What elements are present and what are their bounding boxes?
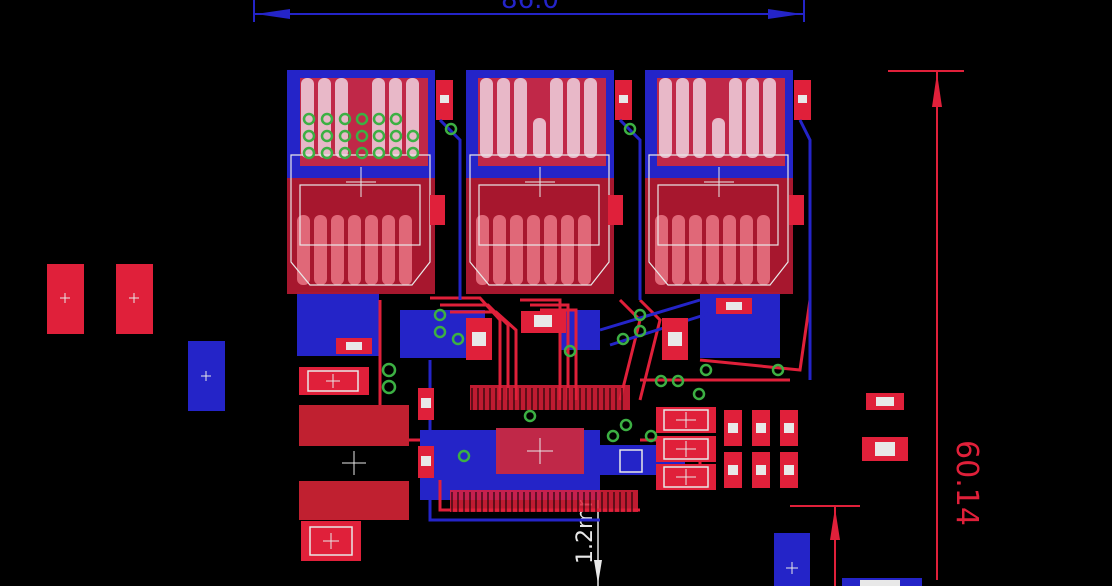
via-ring-icon xyxy=(457,449,471,463)
via-ring-icon xyxy=(644,429,658,443)
arrow-icon xyxy=(830,508,840,540)
crosshair-icon xyxy=(323,533,339,549)
arrow-icon xyxy=(256,9,290,19)
via-ring-icon xyxy=(606,429,620,443)
resistor-array-top[interactable] xyxy=(430,80,811,225)
loose-part-pad-left-1[interactable] xyxy=(47,264,84,334)
via-ring-icon xyxy=(381,379,397,395)
via-ring-icon xyxy=(699,363,713,377)
arrow-icon xyxy=(594,560,602,584)
crosshair-icon xyxy=(525,167,555,197)
via-ring-icon xyxy=(692,387,706,401)
connector-module-1[interactable] xyxy=(287,78,435,294)
loose-part-pad-bottom-layer[interactable] xyxy=(188,341,225,411)
ic-main-footprint[interactable] xyxy=(450,385,638,512)
arrow-icon xyxy=(768,9,802,19)
via-ring-icon xyxy=(633,308,647,322)
crosshair-icon xyxy=(129,293,139,303)
crosshair-icon xyxy=(60,293,70,303)
bottom-small-parts[interactable] xyxy=(619,449,922,586)
via-ring-icon xyxy=(451,332,465,346)
bottom-right-dimension[interactable] xyxy=(790,505,860,586)
via-ring-icon xyxy=(302,112,420,160)
via-ring-icon xyxy=(623,122,637,136)
loose-part-pad-left-2[interactable] xyxy=(116,264,153,334)
via-field xyxy=(381,122,785,463)
via-ring-icon xyxy=(771,363,785,377)
crosshair-icon xyxy=(527,438,553,464)
via-ring-icon xyxy=(433,325,447,339)
via-ring-icon xyxy=(654,374,668,388)
via-ring-icon xyxy=(433,308,447,322)
power-pads-left[interactable] xyxy=(299,367,409,561)
crosshair-icon xyxy=(786,562,798,574)
right-height-dimension[interactable]: 60.14 xyxy=(888,70,984,580)
connector-module-2[interactable] xyxy=(466,78,614,294)
crosshair-icon xyxy=(326,374,340,388)
crosshair-icon xyxy=(704,167,734,197)
connector-module-3[interactable] xyxy=(645,78,793,294)
via-ring-icon xyxy=(444,122,458,136)
smd-components[interactable] xyxy=(336,298,908,478)
via-ring-icon xyxy=(671,374,685,388)
via-ring-icon xyxy=(616,332,630,346)
via-ring-icon xyxy=(619,418,633,432)
via-ring-icon xyxy=(381,362,397,378)
resistor-matrix-right[interactable] xyxy=(656,407,798,490)
crosshair-icon xyxy=(676,412,696,485)
right-height-label: 60.14 xyxy=(949,440,984,526)
arrow-icon xyxy=(932,73,942,107)
crosshair-icon xyxy=(342,451,366,475)
via-ring-icon xyxy=(523,409,537,423)
crosshair-icon xyxy=(346,167,376,197)
via-ring-icon xyxy=(633,324,647,338)
top-width-label: 86.0 xyxy=(501,0,559,15)
top-width-dimension[interactable]: 86.0 xyxy=(253,0,805,22)
via-ring-icon xyxy=(563,344,577,358)
crosshair-icon xyxy=(201,371,211,381)
